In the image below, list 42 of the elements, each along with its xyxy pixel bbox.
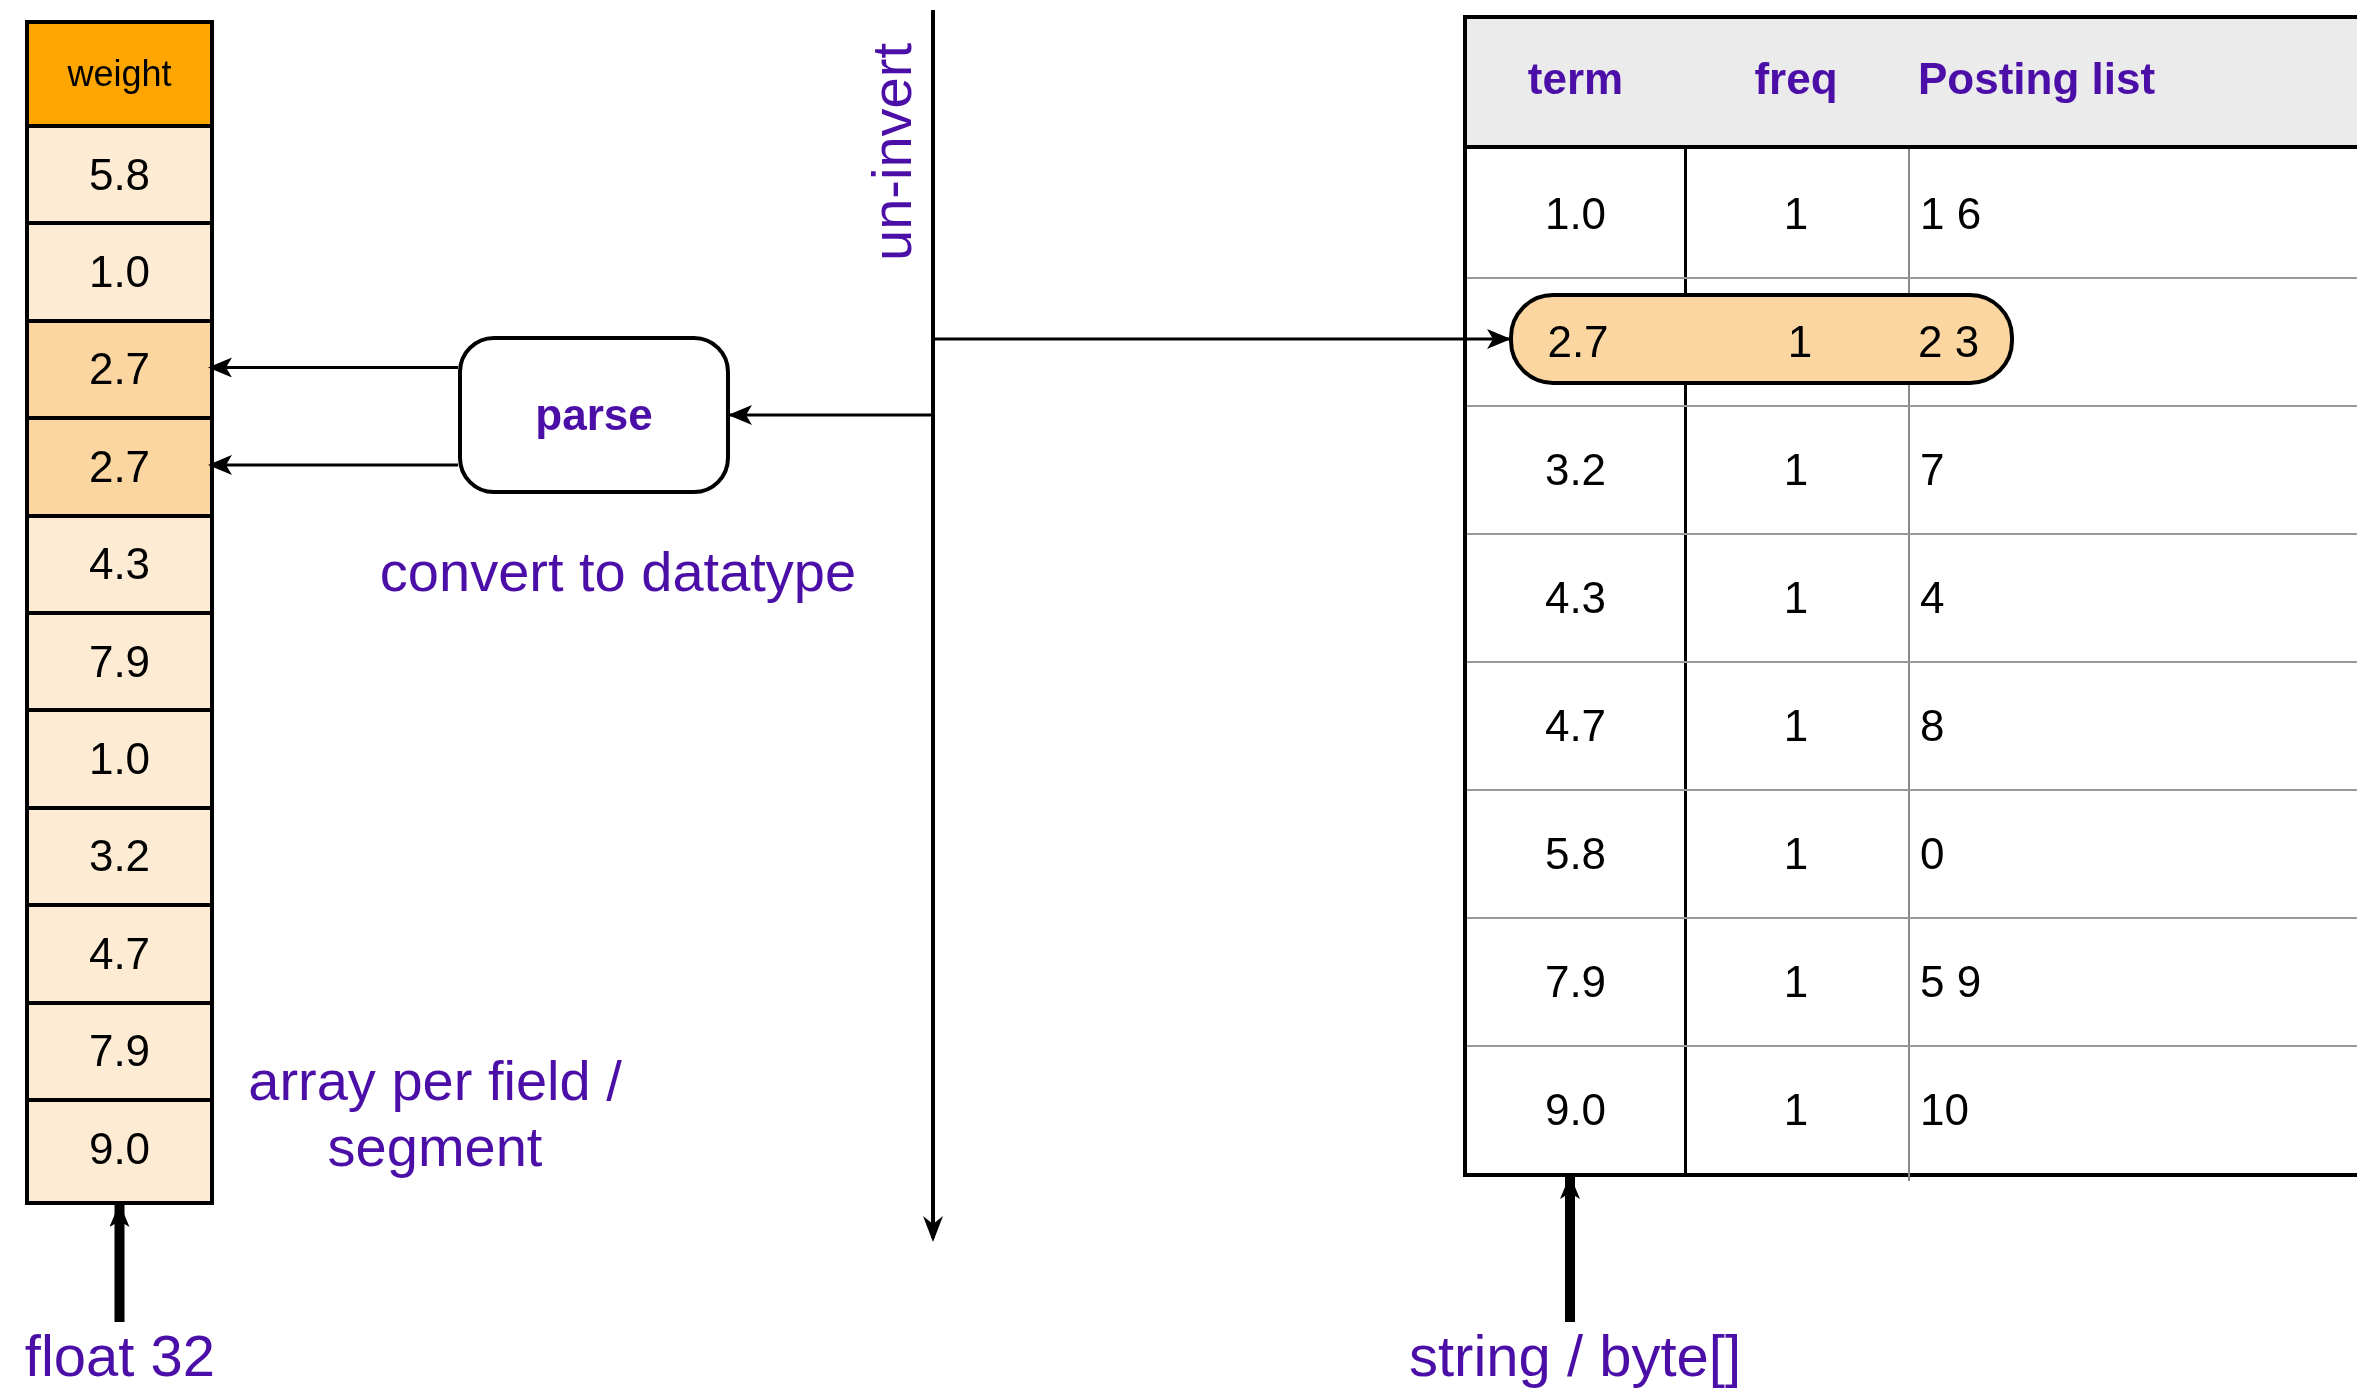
- arrow: [933, 329, 1511, 349]
- column-header: weight: [29, 24, 210, 124]
- note-text: convert to datatype: [378, 539, 858, 604]
- table-cell-text: 9.0: [1543, 1085, 1608, 1135]
- rotated-label: un-invert: [860, 42, 924, 263]
- table-cell-text: 8: [1920, 701, 1946, 751]
- table-cell-text: 1: [1782, 445, 1810, 495]
- table-cell-text: 2 3: [1918, 317, 1981, 367]
- table-cell-text: 1: [1782, 573, 1810, 623]
- table-cell-text: 10: [1920, 1085, 1970, 1135]
- table-cell-text: 1: [1782, 957, 1810, 1007]
- table-cell-text: 5 9: [1920, 957, 1983, 1007]
- table-cell-text: 4.7: [1543, 701, 1608, 751]
- table-cell-text: 1.0: [1543, 189, 1608, 239]
- array-cell: 2.7: [29, 416, 210, 514]
- table-cell-text: 1 6: [1920, 189, 1983, 239]
- table-cell-text: 4.3: [1543, 573, 1608, 623]
- arrow: [728, 405, 933, 425]
- table-cell-text: 1: [1782, 1085, 1810, 1135]
- table-cell-text: 1: [1782, 701, 1810, 751]
- table-cell-text: 7: [1920, 445, 1946, 495]
- process-box: parse: [458, 336, 730, 494]
- table-cell-text: 1: [1782, 189, 1810, 239]
- table-header-row: [1467, 19, 2357, 149]
- array-cell: 2.7: [29, 318, 210, 417]
- table-cell-text: 4: [1920, 573, 1946, 623]
- arrow: [1560, 1175, 1580, 1322]
- arrow: [109, 1203, 130, 1322]
- table-cell-text: 0: [1920, 829, 1946, 879]
- caption-text: string / byte[]: [1385, 1322, 1765, 1392]
- column-header: freq: [1753, 54, 1839, 104]
- table-cell-text: 3.2: [1543, 445, 1608, 495]
- column-header: Posting list: [1918, 54, 2157, 104]
- table-cell-text: 1: [1786, 317, 1814, 367]
- table-cell-text: 2.7: [1546, 317, 1610, 367]
- table-cell-text: 1: [1782, 829, 1810, 879]
- array-column: [25, 20, 214, 1205]
- caption-text: float 32: [5, 1322, 235, 1392]
- table-cell-text: 5.8: [1543, 829, 1608, 879]
- column-header: term: [1526, 54, 1625, 104]
- table-cell-text: 7.9: [1543, 957, 1608, 1007]
- note-text: array per field / segment: [247, 1048, 623, 1180]
